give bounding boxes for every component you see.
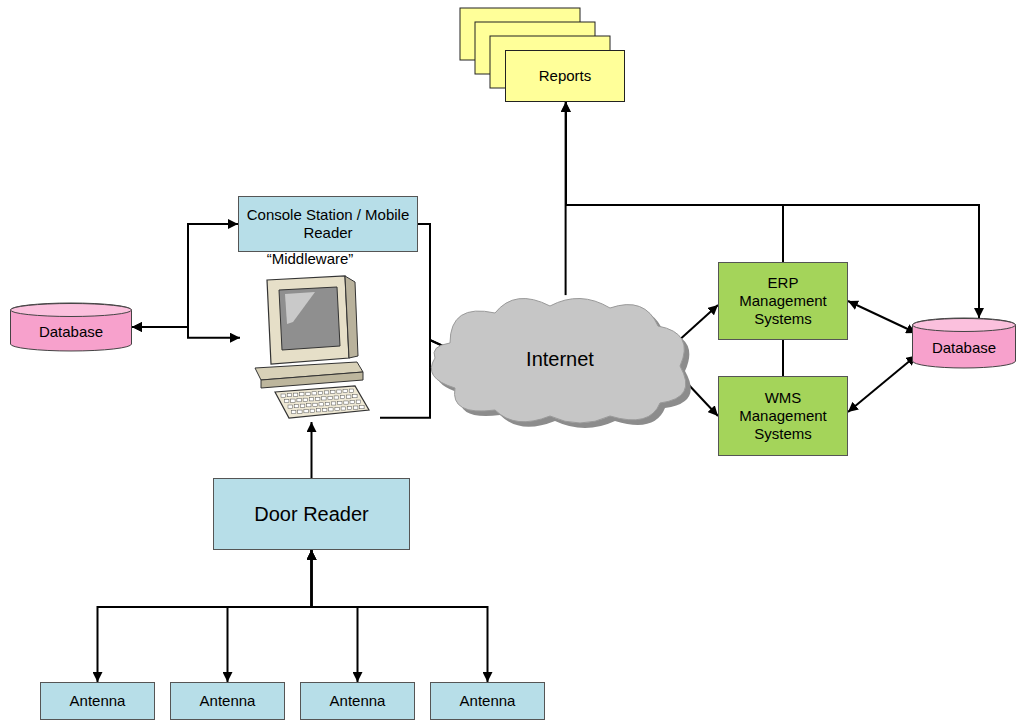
screen-glare (285, 292, 315, 324)
connector (312, 550, 358, 682)
key (287, 394, 291, 397)
key (338, 401, 342, 404)
key (281, 394, 285, 397)
key (335, 407, 339, 410)
key (329, 408, 333, 411)
key (325, 402, 329, 405)
key (360, 406, 364, 409)
report-sheet: Reports (505, 50, 625, 102)
key (316, 397, 320, 400)
connector (98, 550, 312, 682)
key (300, 404, 304, 407)
monitor-side (345, 276, 358, 358)
key (298, 410, 302, 413)
key (344, 401, 348, 404)
system-box: ERP Management Systems (718, 262, 848, 340)
connector (848, 301, 916, 333)
key (356, 400, 360, 403)
keyboard (275, 386, 369, 418)
connector (566, 102, 783, 262)
key (347, 406, 351, 409)
key (285, 400, 289, 403)
node-label: ERP Management Systems (724, 274, 842, 328)
key (303, 398, 307, 401)
key (300, 393, 304, 396)
key (340, 395, 344, 398)
key (341, 407, 345, 410)
key (294, 405, 298, 408)
system-box: WMS Management Systems (718, 376, 848, 456)
connector (680, 305, 718, 339)
key (310, 409, 314, 412)
screen (279, 287, 340, 350)
key (297, 399, 301, 402)
node-label: Internet (526, 347, 594, 371)
key (331, 390, 335, 393)
key (343, 390, 347, 393)
key (331, 402, 335, 405)
node-label: Antenna (330, 692, 386, 710)
key (334, 396, 338, 399)
key (293, 393, 297, 396)
key (309, 398, 313, 401)
database-cylinder: Database (912, 318, 1016, 368)
connector (311, 422, 313, 478)
key (323, 408, 327, 411)
key (318, 391, 322, 394)
key (328, 396, 332, 399)
connector (848, 356, 916, 413)
key (312, 392, 316, 395)
icon-label: “Middleware” (267, 250, 354, 268)
key (291, 399, 295, 402)
key (313, 403, 317, 406)
key (353, 395, 357, 398)
computer-icon (245, 272, 375, 422)
node-label: Antenna (70, 692, 126, 710)
node-label: Database (39, 323, 103, 341)
antenna-box: Antenna (170, 682, 285, 720)
node-label: Antenna (460, 692, 516, 710)
node-label: Console Station / Mobile Reader (244, 206, 412, 242)
key (322, 397, 326, 400)
key (306, 392, 310, 395)
key (304, 410, 308, 413)
key (347, 395, 351, 398)
connector (132, 224, 238, 327)
connector (228, 550, 312, 682)
node-label: Database (932, 339, 996, 357)
key (349, 389, 353, 392)
antenna-box: Antenna (300, 682, 415, 720)
base-unit-front (261, 372, 363, 388)
connector (782, 340, 784, 376)
key (316, 409, 320, 412)
key (324, 391, 328, 394)
antenna-box: Antenna (40, 682, 155, 720)
key (354, 406, 358, 409)
key (307, 404, 311, 407)
node-label: Antenna (200, 692, 256, 710)
cylinder-top (11, 304, 132, 317)
monitor (267, 276, 349, 364)
internet-cloud: Internet (420, 288, 700, 430)
database-cylinder: Database (10, 303, 132, 351)
connector (132, 327, 240, 338)
key (319, 403, 323, 406)
antenna-box: Antenna (430, 682, 545, 720)
key (288, 405, 292, 408)
key (292, 411, 296, 414)
node-label: WMS Management Systems (724, 389, 842, 443)
middleware-computer: “Middleware” (240, 250, 380, 422)
reader-box: Door Reader (213, 478, 410, 550)
key (350, 401, 354, 404)
node-label: Door Reader (254, 502, 369, 526)
station-box: Console Station / Mobile Reader (238, 196, 418, 252)
node-label: Reports (539, 67, 592, 85)
key (337, 390, 341, 393)
cloud-body (431, 298, 685, 423)
cylinder-body (11, 303, 132, 351)
connector (312, 550, 488, 682)
cylinder-body (913, 318, 1016, 368)
cylinder-top (913, 319, 1016, 332)
